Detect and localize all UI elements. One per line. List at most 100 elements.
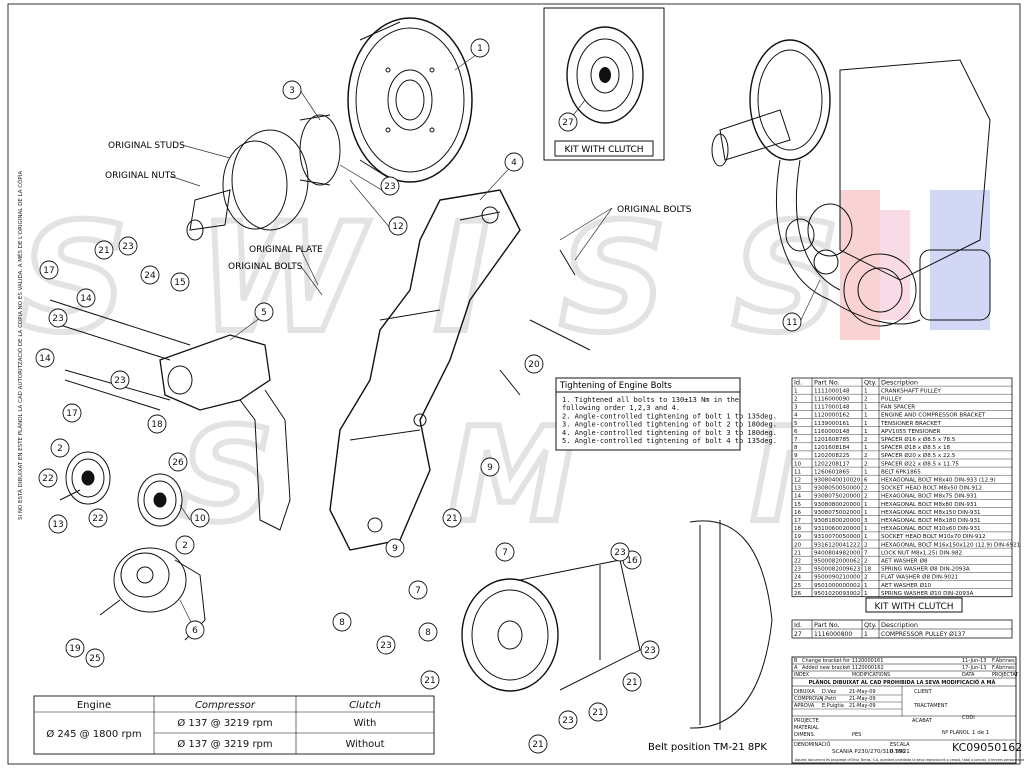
callout-2: 2 — [175, 535, 195, 555]
bom-cell: 15 — [794, 502, 802, 508]
bom-cell: 1120000162 — [814, 413, 850, 419]
sheet-count: 1 de 1 — [972, 730, 989, 736]
bom-cell: 1117000148 — [814, 405, 850, 411]
bom-cell: 9310070050000 — [814, 534, 861, 540]
signature-cell: J.Petit — [821, 696, 836, 702]
bom-cell: 1139000161 — [814, 421, 850, 427]
scale-label: ESCALA — [890, 742, 910, 748]
callout-number: 4 — [511, 158, 517, 168]
bom-cell: 22 — [794, 559, 801, 565]
rev-author: F.Abrines — [992, 665, 1015, 671]
bom-cell: 3 — [794, 405, 798, 411]
bom-cell: 7 — [794, 437, 798, 443]
bom-cell: 20 — [794, 542, 802, 548]
plan-number-label: Nº PLANOL — [942, 730, 970, 736]
bom-cell: 1111000148 — [814, 388, 850, 394]
callout-14: 14 — [76, 288, 96, 308]
callout-number: 21 — [446, 514, 457, 524]
speed-cell: Ø 137 @ 3219 rpm — [177, 738, 272, 750]
bom-cell: HEXAGONAL BOLT M10x60 DIN-931 — [881, 526, 981, 532]
bom-header: Description — [881, 378, 918, 386]
bom-cell: 2 — [864, 542, 868, 548]
kit-table-title: KIT WITH CLUTCH — [874, 602, 953, 612]
rev-header: INDEX — [794, 672, 810, 678]
bom-cell: 9308050050000 — [814, 486, 861, 492]
bom-cell: 23 — [794, 567, 802, 573]
callout-21: 21 — [420, 670, 440, 690]
bom-cell: SOCKET HEAD BOLT M8x50 DIN-912 — [881, 486, 982, 492]
bom-header: Id. — [794, 378, 802, 386]
callout-7: 7 — [495, 542, 515, 562]
bom-cell: 5 — [794, 421, 798, 427]
callout-14: 14 — [35, 348, 55, 368]
tightening-line: 3. Angle-controlled tightening of bolt 2… — [562, 421, 777, 429]
bom-cell: 1201608785 — [814, 437, 850, 443]
callout-18: 18 — [147, 414, 167, 434]
callout-21: 21 — [528, 734, 548, 754]
callout-3: 3 — [282, 80, 302, 100]
bom-cell: SPRING WASHER Ø8 DIN-2093A — [881, 566, 970, 573]
signature-cell: DIBUIXA — [794, 689, 815, 695]
bom-cell: SPACER Ø20 x Ø8.5 x 22.5 — [881, 452, 956, 459]
scale-value: 0.550 — [890, 749, 906, 755]
callout-number: 25 — [89, 654, 100, 664]
fan-spacer-drawing — [186, 114, 341, 241]
bom-cell: 2 — [864, 437, 868, 443]
callout-17: 17 — [39, 260, 59, 280]
bom-cell: 19 — [794, 534, 802, 540]
callout-24: 24 — [140, 265, 160, 285]
callout-number: 17 — [66, 409, 77, 419]
bom-cell: 8 — [794, 445, 798, 451]
speed-cell: Without — [345, 739, 384, 750]
callout-number: 18 — [151, 420, 163, 430]
bom-cell: 1 — [794, 388, 798, 394]
tightening-line: 1. Tightened all bolts to 130±13 Nm in t… — [562, 396, 739, 404]
callout-number: 14 — [39, 354, 51, 364]
title-field-label: DIMENS. — [794, 732, 816, 738]
bom-cell: 16 — [794, 510, 802, 516]
bom-cell: 11 — [794, 469, 802, 475]
bom-cell: 21 — [794, 550, 802, 556]
callout-23: 23 — [376, 635, 396, 655]
bom-cell: AET WASHER Ø8 — [881, 558, 928, 565]
callout-number: 21 — [424, 676, 435, 686]
title-field-label: PES — [852, 732, 861, 738]
rev-description: Change bracket for 1120000161 — [802, 658, 883, 664]
tightening-title: Tightening of Engine Bolts — [559, 381, 672, 391]
bom-cell: 9501020093002 — [814, 591, 860, 597]
speed-cell: With — [354, 718, 377, 729]
bom-cell: 9500082000062 — [814, 559, 860, 565]
bom-cell: 9308075020000 — [814, 494, 861, 500]
callout-number: 27 — [562, 118, 573, 128]
bom-cell: 1 — [864, 591, 868, 597]
signature-cell: TRACTAMENT — [913, 703, 948, 709]
callout-number: 13 — [52, 520, 63, 530]
bom-cell: 2 — [794, 397, 798, 403]
bom-cell: HEXAGONAL BOLT M8x150 DIN-931 — [881, 510, 981, 516]
signature-cell: 21-May-09 — [849, 689, 876, 695]
bom-cell: HEXAGONAL BOLT M16x150x120 (12.9) DIN-69… — [881, 542, 1021, 548]
callout-number: 7 — [415, 586, 421, 596]
bom-cell: 9308075002000 — [814, 510, 861, 516]
denomination-label: DENOMINACIÓ — [794, 741, 831, 748]
label-original-studs: ORIGINAL STUDS — [108, 141, 185, 151]
bom-cell: 1 — [864, 502, 868, 508]
label-belt-position: Belt position TM-21 8PK — [648, 742, 767, 753]
bom-cell: AET WASHER Ø10 — [881, 582, 932, 589]
callout-11: 11 — [782, 312, 802, 332]
signature-cell: E.Puigtia — [822, 703, 844, 709]
callout-13: 13 — [48, 514, 68, 534]
bom-header: Qty. — [864, 378, 877, 386]
tightening-line: 5. Angle-controlled tightening of bolt 4… — [562, 437, 777, 445]
kit-header: Id. — [794, 621, 802, 629]
callout-23: 23 — [48, 308, 68, 328]
bom-cell: 4 — [794, 413, 798, 419]
rev-header: PROJECTAT — [992, 672, 1018, 678]
callout-17: 17 — [62, 403, 82, 423]
cad-notice: PLÀNOL DIBUIXAT AL CAD PROHIBIDA LA SEVA… — [809, 679, 996, 686]
tightening-line: 4. Angle-controlled tightening of bolt 3… — [562, 429, 777, 437]
callout-number: 12 — [392, 222, 403, 232]
callout-1: 1 — [470, 38, 490, 58]
